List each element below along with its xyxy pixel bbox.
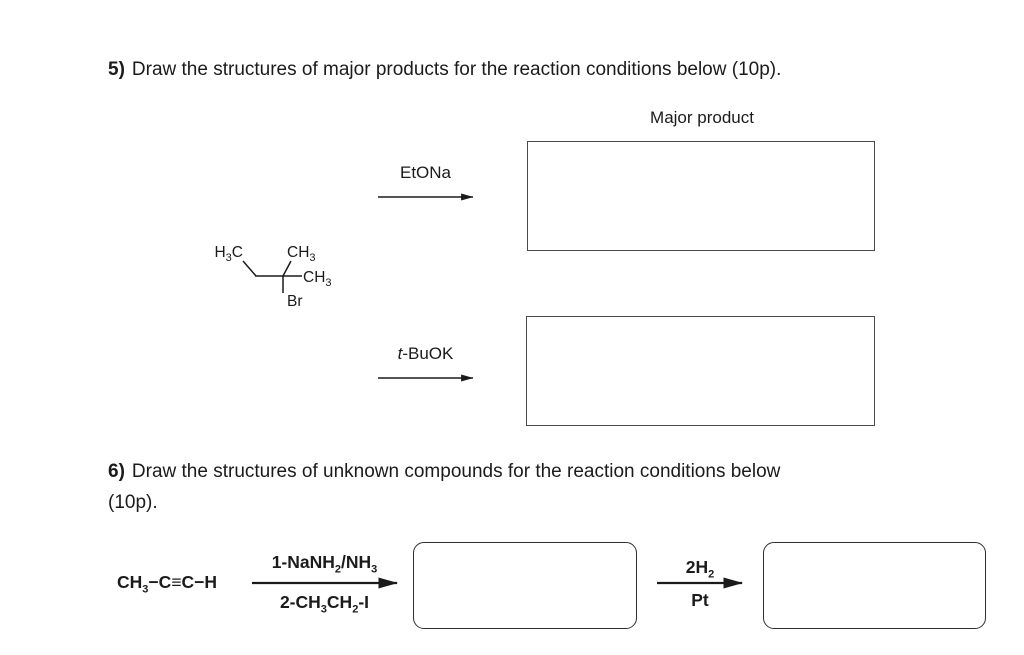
reagent-tbuok-rest: -BuOK	[402, 344, 454, 363]
reactant-propyne-formula: CH3−C≡C−H	[117, 572, 217, 596]
question-6-heading: 6) Draw the structures of unknown compoun…	[108, 456, 780, 518]
question-6-text-line1: Draw the structures of unknown compounds…	[131, 461, 781, 482]
substrate-ch3-top-label: CH3	[287, 244, 316, 265]
question-6-number: 6)	[108, 461, 125, 482]
reagent-tbuok: t-BuOK	[378, 344, 473, 364]
bond-c-ch3-top	[282, 260, 292, 277]
substrate-h3c-label: H3C	[214, 244, 243, 265]
substrate-ch3-right-label: CH3	[303, 269, 332, 290]
step2-reagent-top: 2H2	[685, 557, 715, 581]
step1-reagent-bottom: 2-CH3CH2-I	[279, 592, 370, 616]
reagent-tbuok-italic-t: t	[397, 344, 403, 363]
question-5-text: Draw the structures of major products fo…	[131, 59, 782, 80]
answer-box-q6-intermediate[interactable]	[413, 542, 637, 629]
major-product-label: Major product	[650, 108, 754, 127]
step2-catalyst-pt: Pt	[691, 590, 709, 610]
step1-reagent-top: 1-NaNH2/NH3	[271, 552, 378, 576]
substrate-br-label: Br	[287, 293, 303, 310]
answer-box-q6-final[interactable]	[763, 542, 986, 629]
bond-h3c-ch2	[242, 260, 257, 277]
question-6-text-line2: (10p).	[108, 492, 158, 513]
answer-box-q5-tbuok[interactable]	[526, 316, 875, 426]
question-5-number: 5)	[108, 59, 125, 80]
answer-box-q5-etona[interactable]	[527, 141, 875, 251]
reagent-etona: EtONa	[399, 163, 452, 182]
question-6-line1: 6) Draw the structures of unknown compoun…	[108, 456, 780, 487]
question-5-heading: 5) Draw the structures of major products …	[108, 54, 781, 85]
substrate-bonds	[242, 260, 302, 293]
